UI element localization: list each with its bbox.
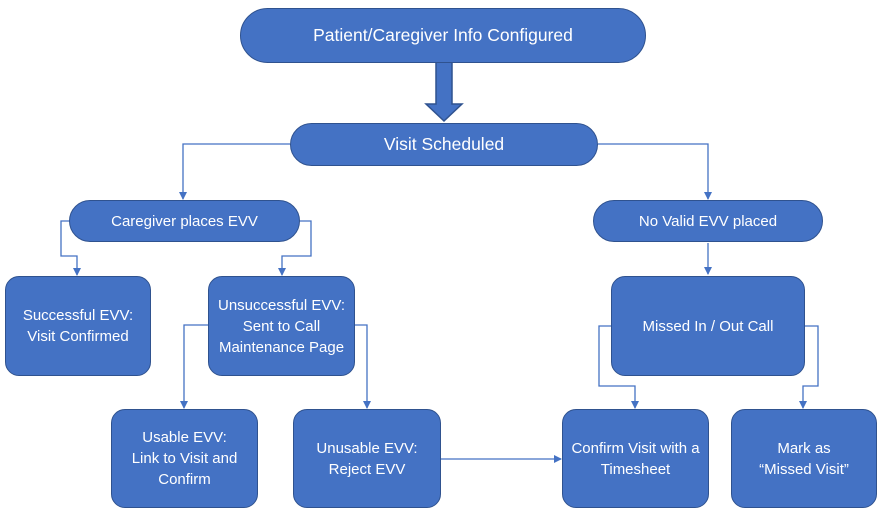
node-caregiver-places-evv: Caregiver places EVV xyxy=(69,200,300,242)
node-successful-evv-line-1: Successful EVV: xyxy=(22,307,134,324)
connector-missed-to-mark xyxy=(799,325,819,409)
node-unsuccessful-evv: Unsuccessful EVV: Sent to Call Maintenan… xyxy=(208,276,355,376)
connector-unsuccessful-to-usable xyxy=(180,324,208,409)
node-missed-call-line-1: Missed In / Out Call xyxy=(642,317,774,335)
node-mark-missed-line-1: Mark as xyxy=(777,439,831,457)
node-no-valid-evv-line-1: No Valid EVV placed xyxy=(638,212,778,230)
node-usable-evv: Usable EVV: Link to Visit and Confirm xyxy=(111,409,258,508)
node-caregiver-places-evv-line-1: Caregiver places EVV xyxy=(111,212,258,230)
node-mark-missed: Mark as “Missed Visit” xyxy=(731,409,877,508)
block-arrow-down xyxy=(424,61,464,123)
node-visit-scheduled-line-1: Visit Scheduled xyxy=(383,134,505,154)
node-unsuccessful-evv-line-1: Unsuccessful EVV: xyxy=(218,296,345,314)
connector-unsuccessful-to-unusable xyxy=(355,324,371,409)
node-patient-info-line-1: Patient/Caregiver Info Configured xyxy=(313,25,573,45)
node-successful-evv: Successful EVV: Visit Confirmed xyxy=(5,276,151,376)
connector-visit-to-caregiver xyxy=(179,143,290,200)
node-mark-missed-line-2: “Missed Visit” xyxy=(759,460,849,478)
node-unsuccessful-evv-line-2: Sent to Call xyxy=(242,317,321,335)
node-confirm-timesheet-line-1: Confirm Visit with a xyxy=(571,439,700,457)
node-usable-evv-line-2: Link to Visit and xyxy=(131,450,238,467)
connector-caregiver-to-successful xyxy=(60,220,81,276)
node-successful-evv-line-2: Visit Confirmed xyxy=(27,328,129,345)
node-unusable-evv-line-1: Unusable EVV: xyxy=(316,439,418,457)
node-confirm-timesheet-line-2: Timesheet xyxy=(600,460,671,478)
node-usable-evv-line-1: Usable EVV: xyxy=(142,429,227,446)
node-missed-call: Missed In / Out Call xyxy=(611,276,805,376)
node-unusable-evv: Unusable EVV: Reject EVV xyxy=(293,409,441,508)
connector-caregiver-to-unsuccessful xyxy=(278,220,312,276)
connector-visit-to-no-valid xyxy=(598,143,712,200)
node-visit-scheduled: Visit Scheduled xyxy=(290,123,598,166)
node-patient-info: Patient/Caregiver Info Configured xyxy=(240,8,646,63)
node-unsuccessful-evv-line-3: Maintenance Page xyxy=(218,338,345,356)
connector-missed-to-timesheet xyxy=(598,325,639,409)
node-unusable-evv-line-2: Reject EVV xyxy=(328,460,406,478)
node-confirm-timesheet: Confirm Visit with a Timesheet xyxy=(562,409,709,508)
node-no-valid-evv: No Valid EVV placed xyxy=(593,200,823,242)
node-usable-evv-line-3: Confirm xyxy=(158,471,211,488)
